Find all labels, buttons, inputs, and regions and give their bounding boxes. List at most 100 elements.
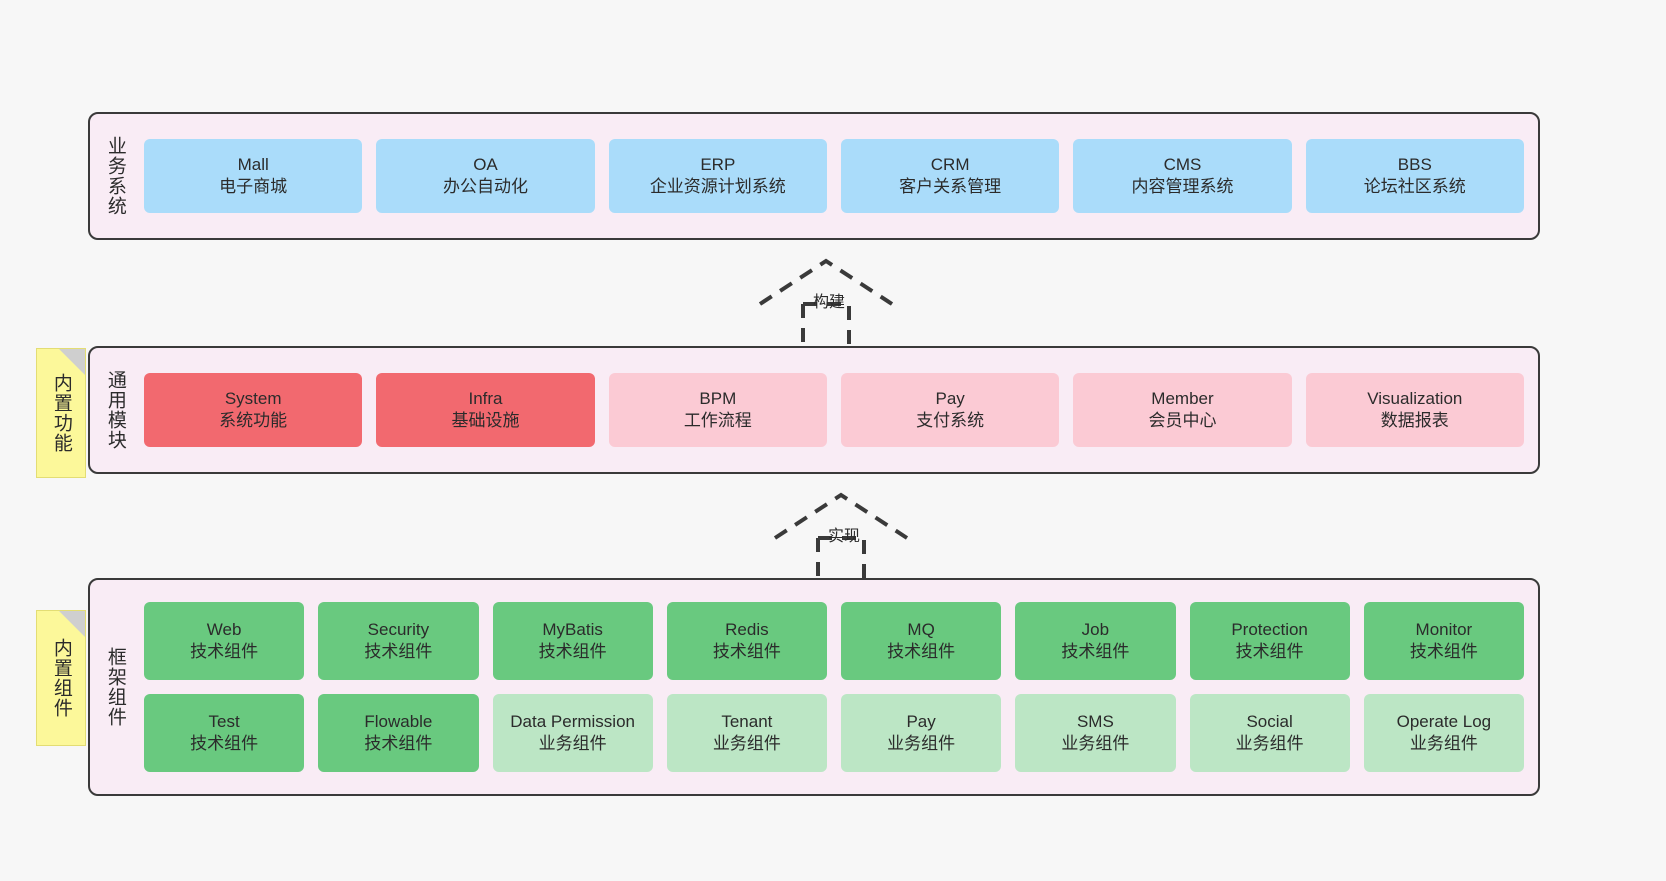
sticky-note-label: 内置组件: [50, 638, 72, 718]
node-sms[interactable]: SMS 业务组件: [1015, 694, 1176, 772]
generalization-arrow-icon: [773, 492, 909, 580]
sticky-note-label: 内置功能: [50, 373, 72, 453]
node-subtitle: 办公自动化: [442, 177, 528, 196]
node-data-permission[interactable]: Data Permission 业务组件: [492, 694, 653, 772]
node-subtitle: 技术组件: [1409, 642, 1478, 661]
node-flowable[interactable]: Flowable 技术组件: [318, 694, 479, 772]
node-protection[interactable]: Protection 技术组件: [1189, 602, 1350, 680]
node-title: Monitor: [1415, 619, 1473, 639]
generalization-arrow-icon: [758, 258, 894, 346]
node-subtitle: 内容管理系统: [1131, 177, 1234, 196]
node-pay[interactable]: Pay 支付系统: [840, 373, 1060, 447]
node-title: BBS: [1397, 154, 1432, 174]
node-title: Web: [206, 619, 242, 639]
node-title: Flowable: [364, 711, 433, 731]
node-title: BPM: [699, 388, 737, 408]
node-mybatis[interactable]: MyBatis 技术组件: [492, 602, 653, 680]
node-subtitle: 技术组件: [364, 734, 433, 753]
node-subtitle: 支付系统: [916, 411, 985, 430]
node-operate-log[interactable]: Operate Log 业务组件: [1363, 694, 1524, 772]
node-subtitle: 业务组件: [1061, 734, 1130, 753]
section-body-common-module: System 系统功能 Infra 基础设施 BPM 工作流程 Pay 支付系统…: [140, 348, 1538, 472]
section-business-system: 业务系统 Mall 电子商城 OA 办公自动化 ERP 企业资源计划系统 CRM…: [88, 112, 1540, 240]
node-subtitle: 企业资源计划系统: [649, 177, 786, 196]
node-subtitle: 业务组件: [538, 734, 607, 753]
section-label-common-module: 通用模块: [104, 370, 126, 450]
node-security[interactable]: Security 技术组件: [318, 602, 479, 680]
node-title: System: [224, 388, 282, 408]
node-title: Tenant: [721, 711, 773, 731]
node-row: Test 技术组件 Flowable 技术组件 Data Permission …: [144, 694, 1524, 772]
connector-label-implement: 实现: [827, 528, 861, 545]
node-pay-component[interactable]: Pay 业务组件: [841, 694, 1002, 772]
node-title: ERP: [700, 154, 736, 174]
node-row: System 系统功能 Infra 基础设施 BPM 工作流程 Pay 支付系统…: [144, 373, 1524, 447]
node-title: Visualization: [1367, 388, 1463, 408]
section-framework-component: 框架组件 Web 技术组件 Security 技术组件 MyBatis 技术组件…: [88, 578, 1540, 796]
connector-build: 构建: [755, 256, 903, 346]
node-member[interactable]: Member 会员中心: [1073, 373, 1292, 447]
connector-implement: 实现: [770, 490, 918, 580]
node-bpm[interactable]: BPM 工作流程: [608, 373, 827, 447]
node-tenant[interactable]: Tenant 业务组件: [666, 694, 827, 772]
node-redis[interactable]: Redis 技术组件: [666, 602, 827, 680]
node-mall[interactable]: Mall 电子商城: [144, 139, 363, 213]
node-social[interactable]: Social 业务组件: [1189, 694, 1350, 772]
node-title: Job: [1081, 619, 1110, 639]
node-row: Mall 电子商城 OA 办公自动化 ERP 企业资源计划系统 CRM 客户关系…: [144, 139, 1524, 213]
node-title: CMS: [1163, 154, 1202, 174]
node-job[interactable]: Job 技术组件: [1015, 602, 1176, 680]
node-title: MQ: [907, 619, 935, 639]
node-cms[interactable]: CMS 内容管理系统: [1073, 139, 1292, 213]
node-title: Mall: [237, 154, 269, 174]
node-title: Security: [367, 619, 430, 639]
node-title: Pay: [935, 388, 965, 408]
section-label-framework-component: 框架组件: [104, 647, 126, 727]
node-mq[interactable]: MQ 技术组件: [841, 602, 1002, 680]
node-title: Test: [208, 711, 240, 731]
node-system[interactable]: System 系统功能: [144, 373, 363, 447]
node-title: Redis: [725, 619, 769, 639]
node-title: Pay: [906, 711, 936, 731]
node-test[interactable]: Test 技术组件: [144, 694, 305, 772]
node-subtitle: 技术组件: [190, 734, 259, 753]
section-body-business-system: Mall 电子商城 OA 办公自动化 ERP 企业资源计划系统 CRM 客户关系…: [140, 114, 1538, 238]
node-subtitle: 工作流程: [683, 411, 752, 430]
node-erp[interactable]: ERP 企业资源计划系统: [608, 139, 827, 213]
node-subtitle: 客户关系管理: [899, 177, 1002, 196]
node-visualization[interactable]: Visualization 数据报表: [1305, 373, 1524, 447]
node-subtitle: 会员中心: [1148, 411, 1217, 430]
section-common-module: 通用模块 System 系统功能 Infra 基础设施 BPM 工作流程 Pay…: [88, 346, 1540, 474]
node-title: Protection: [1231, 619, 1308, 639]
node-subtitle: 系统功能: [219, 411, 288, 430]
connector-label-build: 构建: [812, 294, 846, 311]
node-title: Social: [1246, 711, 1293, 731]
node-bbs[interactable]: BBS 论坛社区系统: [1305, 139, 1524, 213]
node-subtitle: 业务组件: [1409, 734, 1478, 753]
node-crm[interactable]: CRM 客户关系管理: [840, 139, 1060, 213]
node-title: Member: [1151, 388, 1214, 408]
node-monitor[interactable]: Monitor 技术组件: [1363, 602, 1524, 680]
node-oa[interactable]: OA 办公自动化: [376, 139, 595, 213]
node-title: CRM: [930, 154, 970, 174]
node-title: Infra: [468, 388, 503, 408]
section-body-framework-component: Web 技术组件 Security 技术组件 MyBatis 技术组件 Redi…: [140, 580, 1538, 794]
node-subtitle: 业务组件: [887, 734, 956, 753]
node-subtitle: 论坛社区系统: [1363, 177, 1466, 196]
node-subtitle: 技术组件: [538, 642, 607, 661]
node-subtitle: 数据报表: [1380, 411, 1449, 430]
node-subtitle: 技术组件: [364, 642, 433, 661]
sticky-note-builtin-component: 内置组件: [36, 610, 86, 746]
node-title: SMS: [1076, 711, 1114, 731]
node-web[interactable]: Web 技术组件: [144, 602, 305, 680]
node-title: MyBatis: [542, 619, 603, 639]
section-label-business-system: 业务系统: [104, 136, 126, 216]
node-infra[interactable]: Infra 基础设施: [376, 373, 595, 447]
node-subtitle: 电子商城: [219, 177, 288, 196]
node-subtitle: 技术组件: [190, 642, 259, 661]
sticky-note-builtin-function: 内置功能: [36, 348, 86, 478]
node-subtitle: 技术组件: [1061, 642, 1130, 661]
node-subtitle: 业务组件: [712, 734, 781, 753]
node-subtitle: 技术组件: [1235, 642, 1304, 661]
